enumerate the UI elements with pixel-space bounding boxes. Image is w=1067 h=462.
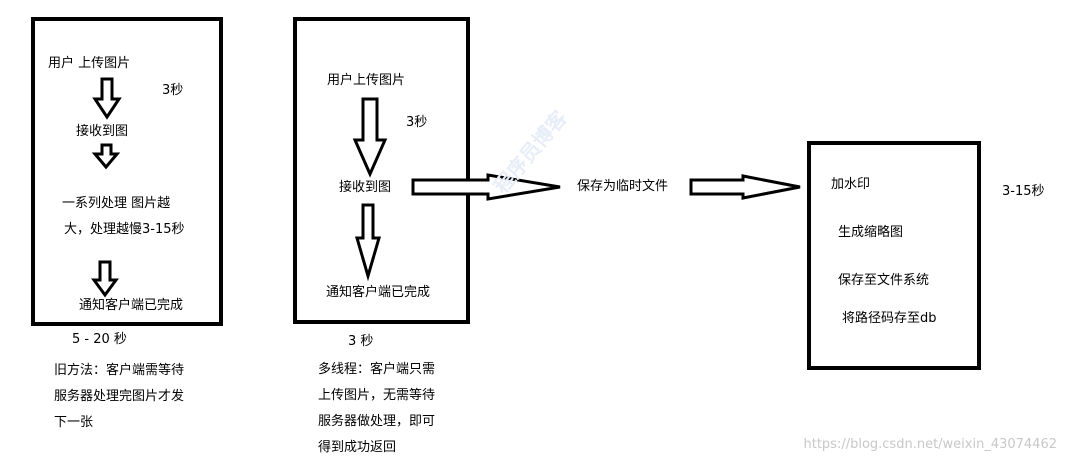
old-description-line-2: 服务器处理完图片才发 [54, 389, 185, 404]
old-step-notify: 通知客户端已完成 [79, 298, 184, 313]
mt-step-time: 3秒 [406, 115, 428, 130]
mt-step-receive: 接收到图 [339, 180, 392, 195]
old-description-line-3: 下一张 [54, 415, 94, 430]
old-step-receive: 接收到图 [76, 124, 129, 139]
url-watermark: https://blog.csdn.net/weixin_43074462 [803, 437, 1057, 452]
mt-description-line-4: 得到成功返回 [318, 440, 397, 455]
temp-file-label: 保存为临时文件 [577, 179, 669, 194]
old-step-process-1: 一系列处理 图片越 [62, 196, 171, 211]
mt-description: 多线程：客户端只需 上传图片，无需等待 服务器做处理，即可 得到成功返回 [318, 357, 488, 461]
mt-description-line-3: 服务器做处理，即可 [318, 414, 436, 429]
mt-step-notify: 通知客户端已完成 [326, 285, 431, 300]
old-description-line-1: 旧方法：客户端需等待 [54, 363, 185, 378]
center-watermark: 程序员博客 [489, 105, 572, 198]
processing-box [807, 141, 981, 370]
proc-step-watermark: 加水印 [831, 177, 871, 192]
mt-description-line-1: 多线程：客户端只需 [318, 362, 436, 377]
to-processing-arrow [689, 174, 801, 200]
old-step-upload: 用户 上传图片 [48, 56, 131, 71]
old-total-time: 5 - 20 秒 [72, 332, 127, 347]
mt-step-upload: 用户上传图片 [327, 73, 406, 88]
old-description: 旧方法：客户端需等待 服务器处理完图片才发 下一张 [54, 358, 224, 436]
old-step-process-2: 大，处理越慢3-15秒 [64, 222, 185, 237]
old-step-time: 3秒 [162, 83, 184, 98]
proc-step-save-fs: 保存至文件系统 [838, 273, 930, 288]
proc-step-thumbnail: 生成缩略图 [838, 225, 904, 240]
mt-total-time: 3 秒 [348, 334, 374, 349]
multi-thread-box [293, 17, 470, 324]
proc-step-save-db: 将路径码存至db [842, 311, 937, 326]
proc-time: 3-15秒 [1002, 184, 1045, 199]
mt-description-line-2: 上传图片，无需等待 [318, 388, 436, 403]
old-method-box [31, 17, 223, 326]
